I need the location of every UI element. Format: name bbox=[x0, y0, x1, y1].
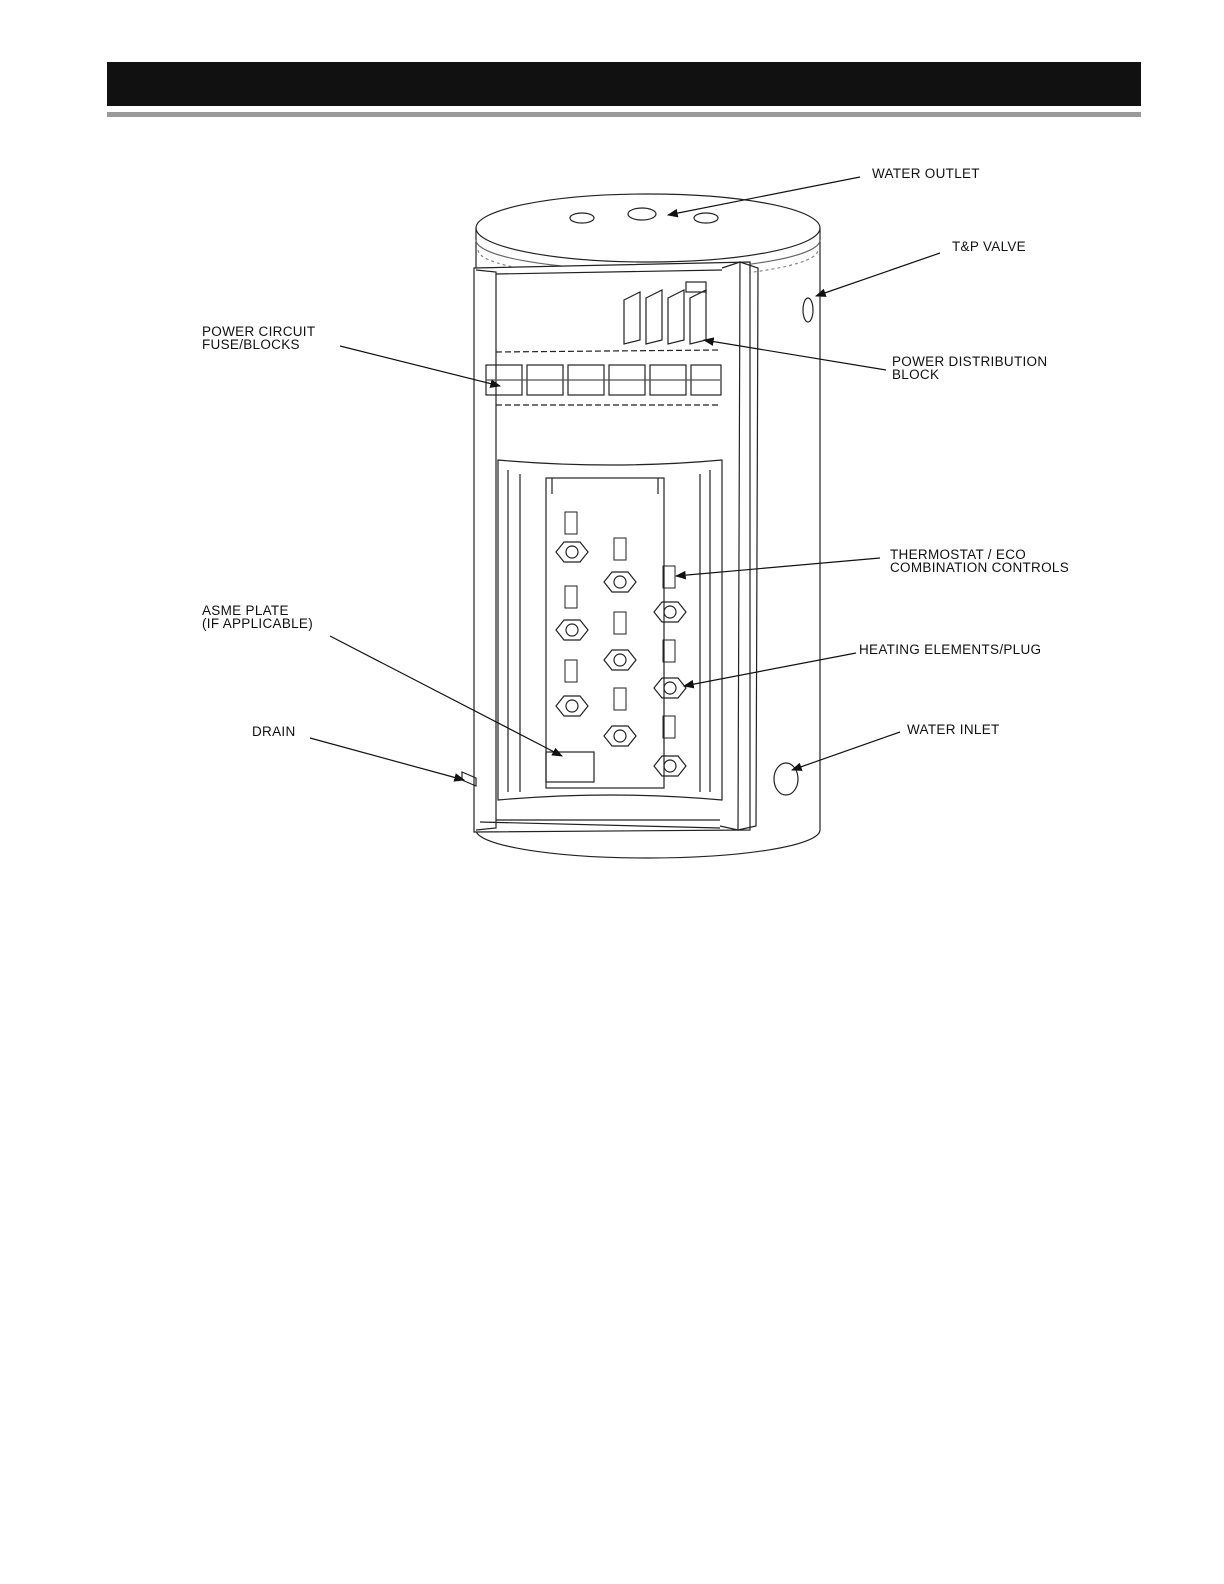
label-power-distribution-line2: BLOCK bbox=[892, 368, 1047, 381]
label-thermostat-line2: COMBINATION CONTROLS bbox=[890, 561, 1069, 574]
label-asme-plate-line2: (IF APPLICABLE) bbox=[202, 617, 313, 630]
tp-valve-opening bbox=[803, 298, 813, 322]
drain-leader bbox=[310, 738, 464, 780]
water-inlet-leader bbox=[792, 732, 900, 770]
label-tp-valve: T&P VALVE bbox=[952, 240, 1026, 253]
label-power-distribution: POWER DISTRIBUTION BLOCK bbox=[892, 355, 1047, 381]
label-heating-elements: HEATING ELEMENTS/PLUG bbox=[859, 643, 1041, 656]
label-power-circuit-line2: FUSE/BLOCKS bbox=[202, 338, 315, 351]
label-water-inlet: WATER INLET bbox=[907, 723, 1000, 736]
label-drain: DRAIN bbox=[252, 725, 296, 738]
label-asme-plate: ASME PLATE (IF APPLICABLE) bbox=[202, 604, 313, 630]
tp-valve-leader bbox=[816, 253, 940, 296]
label-thermostat: THERMOSTAT / ECO COMBINATION CONTROLS bbox=[890, 548, 1069, 574]
label-water-outlet: WATER OUTLET bbox=[872, 167, 980, 180]
label-power-circuit: POWER CIRCUIT FUSE/BLOCKS bbox=[202, 325, 315, 351]
water-inlet-opening bbox=[774, 763, 798, 795]
